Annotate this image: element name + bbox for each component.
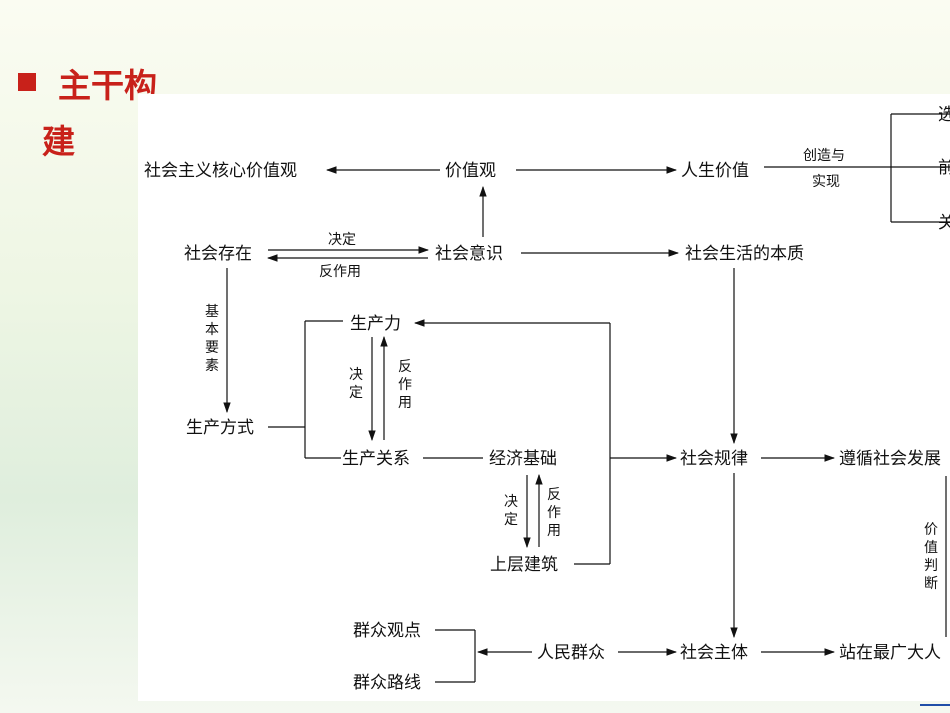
label-char: 本 (205, 322, 219, 338)
label-char: 用 (398, 395, 412, 411)
label-decide-v-2: 决 定 (504, 494, 518, 528)
square-bullet-icon (18, 73, 36, 91)
node-social-law: 社会规律 (680, 449, 748, 469)
label-decide-h: 决定 (328, 232, 356, 248)
node-follow-law: 遵循社会发展 (839, 449, 941, 469)
section-heading: 主干构 建 (18, 58, 157, 170)
node-social-existence: 社会存在 (184, 244, 252, 264)
node-right-mid: 前 (938, 158, 950, 178)
node-mode-of-production: 生产方式 (186, 418, 254, 438)
node-economic-base: 经济基础 (489, 449, 557, 469)
heading-line-2: 建 (42, 122, 75, 161)
concept-diagram: 社会主义核心价值观 价值观 人生价值 选 前 关 社会存在 社会意识 社会生活的… (144, 105, 950, 693)
label-react-h: 反作用 (319, 264, 361, 280)
label-char: 作 (398, 377, 412, 393)
label-value-judgment: 价 值 判 断 (924, 522, 938, 592)
label-char: 价 (924, 522, 938, 538)
label-char: 值 (924, 540, 938, 556)
connector-lines (223, 113, 950, 683)
label-char: 用 (547, 523, 561, 539)
node-right-bot: 关 (938, 213, 950, 233)
label-char: 要 (205, 340, 219, 356)
node-values: 价值观 (445, 161, 496, 181)
label-char: 决 (504, 494, 518, 510)
diagram-panel (138, 94, 950, 701)
label-char: 作 (547, 505, 561, 521)
label-char: 定 (349, 385, 363, 401)
node-social-subject: 社会主体 (680, 643, 748, 663)
node-right-top: 选 (938, 105, 950, 125)
label-decide-v-1: 决 定 (349, 367, 363, 401)
node-productive-forces: 生产力 (350, 314, 401, 334)
node-social-consciousness: 社会意识 (435, 244, 503, 264)
label-char: 判 (924, 558, 938, 574)
label-char: 素 (205, 358, 219, 374)
node-superstructure: 上层建筑 (490, 555, 558, 575)
label-char: 基 (205, 303, 219, 320)
node-relations-of-production: 生产关系 (342, 449, 410, 469)
label-react-v-1: 反 作 用 (398, 359, 412, 411)
label-realize: 实现 (812, 174, 840, 190)
label-char: 反 (398, 359, 412, 375)
label-react-v-2: 反 作 用 (547, 487, 561, 539)
label-create: 创造与 (803, 148, 845, 164)
node-mass-line: 群众路线 (353, 673, 421, 693)
node-people: 人民群众 (537, 643, 605, 663)
node-social-life-essence: 社会生活的本质 (685, 244, 804, 264)
node-life-value: 人生价值 (681, 161, 749, 181)
label-char: 反 (547, 487, 561, 503)
label-basic-elements: 基 本 要 素 (205, 303, 219, 374)
node-mass-viewpoint: 群众观点 (353, 621, 421, 641)
node-stand-with-people: 站在最广大人 (839, 643, 941, 663)
label-char: 决 (349, 367, 363, 383)
label-char: 断 (924, 576, 938, 592)
node-core-values: 社会主义核心价值观 (144, 161, 297, 181)
label-char: 定 (504, 512, 518, 528)
bottom-accent-line (920, 704, 950, 706)
